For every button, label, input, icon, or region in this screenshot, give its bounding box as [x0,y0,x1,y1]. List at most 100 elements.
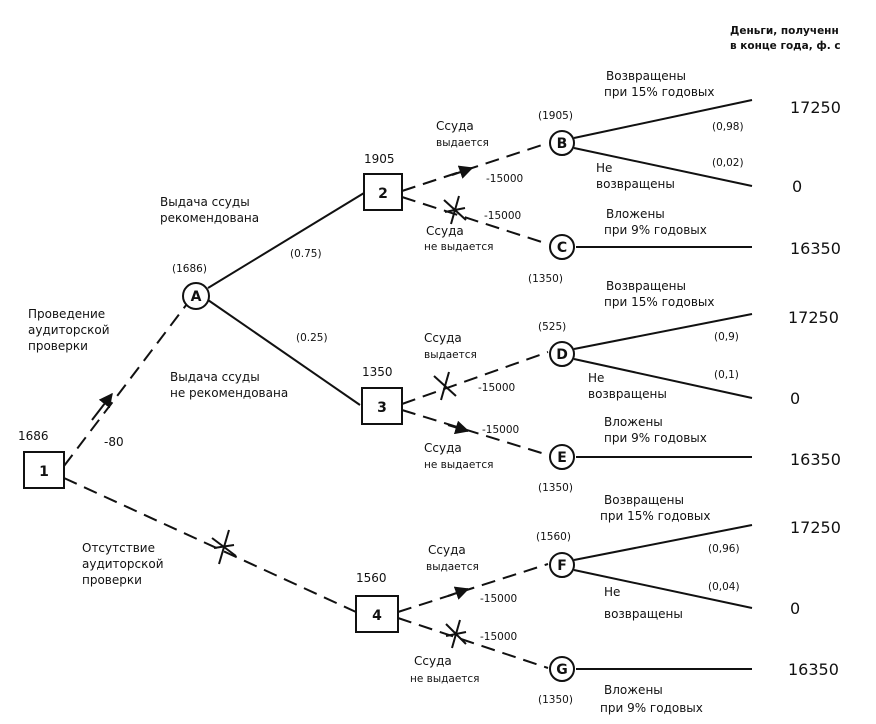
d4-not-given-label-1: Ссуда [414,654,452,668]
decision-value-1: 1686 [18,429,49,443]
arrow-4-F [447,586,470,600]
C-invested-label-2: при 9% годовых [604,223,707,237]
arrow-3-E [447,420,470,435]
payoff-2: 0 [792,177,802,196]
chance-value-E: (1350) [538,482,573,494]
edge-D-yes [573,313,753,350]
edge-no-audit [63,477,357,613]
edge-audit [63,299,191,467]
d4-not-given-cost: -15000 [480,631,517,643]
payoff-6: 16350 [790,450,841,469]
chance-node-C: C [549,234,575,260]
d3-given-label-2: выдается [424,349,477,361]
B-not-returned-label-2: возвращены [596,177,675,191]
F-no-prob: (0,04) [708,581,740,593]
edge-4-G [397,617,549,669]
decision-node-2: 2 [363,173,403,211]
edge-2-B [401,142,549,192]
G-invested-label-1: Вложены [604,683,663,697]
header-line-2: в конце года, ф. с [730,40,841,52]
arrow-audit [91,392,113,421]
B-yes-prob: (0,98) [712,121,744,133]
not-recommended-label-1: Выдача ссуды [170,370,260,384]
G-invested-label-2: при 9% годовых [600,701,703,715]
F-not-returned-label-1: Не [604,585,620,599]
decision-node-1: 1 [23,451,65,489]
no-audit-label-3: проверки [82,573,142,587]
payoff-8: 0 [790,599,800,618]
chance-value-D: (525) [538,321,566,333]
recommended-label-1: Выдача ссуды [160,195,250,209]
decision-value-3: 1350 [362,365,393,379]
d4-given-cost: -15000 [480,593,517,605]
recommended-label-2: рекомендована [160,211,259,225]
cross-mark-3-D [433,371,457,401]
edge-F-no [573,569,753,609]
d2-given-cost: -15000 [486,173,523,185]
recommended-prob: (0.75) [290,248,322,260]
chance-node-D: D [549,341,575,367]
audit-label-3: проверки [28,339,88,353]
chance-node-B: B [549,130,575,156]
cross-mark-4-G [445,619,467,649]
decision-label-3: 3 [377,400,387,416]
d2-not-given-cost: -15000 [484,210,521,222]
decision-label-4: 4 [372,608,382,624]
audit-cost: -80 [104,435,124,449]
payoff-5: 0 [790,389,800,408]
chance-value-F: (1560) [536,531,571,543]
d2-given-label-2: выдается [436,137,489,149]
edge-3-E [401,409,549,456]
E-invested-label-2: при 9% годовых [604,431,707,445]
decision-label-2: 2 [378,186,388,202]
d3-given-cost: -15000 [478,382,515,394]
edge-4-F [397,563,549,613]
decision-node-4: 4 [355,595,399,633]
payoff-4: 17250 [788,308,839,327]
edge-F-yes [573,524,753,561]
d4-given-label-2: выдается [426,561,479,573]
decision-value-4: 1560 [356,571,387,585]
svg-text:D: D [556,347,568,363]
decision-node-3: 3 [361,387,403,425]
edge-recommended [207,192,365,289]
payoff-7: 17250 [790,518,841,537]
audit-label-1: Проведение [28,307,105,321]
C-invested-label-1: Вложены [606,207,665,221]
svg-text:B: B [557,136,568,152]
svg-text:A: A [191,289,202,305]
svg-text:G: G [556,662,568,678]
cross-mark-2-C [443,195,467,225]
svg-text:E: E [557,450,567,466]
chance-node-A: A [182,282,210,310]
edge-not-recommended [207,299,361,406]
D-yes-prob: (0,9) [714,331,739,343]
edge-2-C [401,196,549,245]
chance-node-E: E [549,444,575,470]
d3-not-given-cost: -15000 [482,424,519,436]
B-returned-label-1: Возвращены [606,69,686,83]
D-returned-label-2: при 15% годовых [604,295,715,309]
D-no-prob: (0,1) [714,369,739,381]
E-invested-label-1: Вложены [604,415,663,429]
F-yes-prob: (0,96) [708,543,740,555]
d2-given-label-1: Ссуда [436,119,474,133]
header-line-1: Деньги, полученн [730,25,839,37]
payoff-9: 16350 [788,660,839,679]
audit-label-2: аудиторской [28,323,110,337]
D-returned-label-1: Возвращены [606,279,686,293]
arrow-2-B [451,165,474,179]
d2-not-given-label-1: Ссуда [426,224,464,238]
d4-given-label-1: Ссуда [428,543,466,557]
edge-B-no [573,147,753,187]
chance-node-F: F [549,552,575,578]
F-returned-label-1: Возвращены [604,493,684,507]
B-returned-label-2: при 15% годовых [604,85,715,99]
not-recommended-label-2: не рекомендована [170,386,288,400]
chance-value-A: (1686) [172,263,207,275]
payoff-3: 16350 [790,239,841,258]
decision-value-2: 1905 [364,152,395,166]
not-recommended-prob: (0.25) [296,332,328,344]
d3-not-given-label-1: Ссуда [424,441,462,455]
edge-3-D [401,351,549,405]
